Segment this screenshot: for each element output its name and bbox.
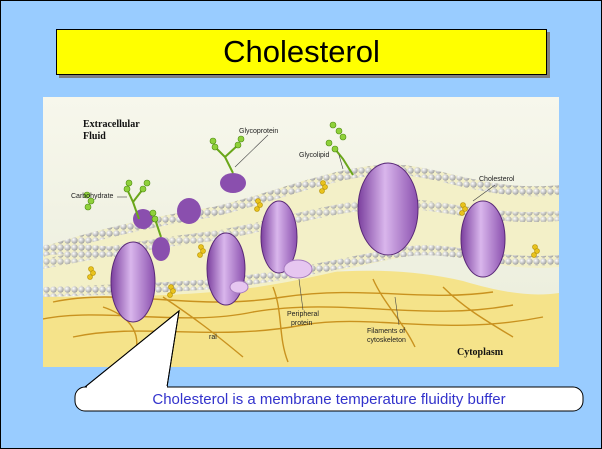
callout-text: Cholesterol is a membrane temperature fl… <box>75 387 583 411</box>
